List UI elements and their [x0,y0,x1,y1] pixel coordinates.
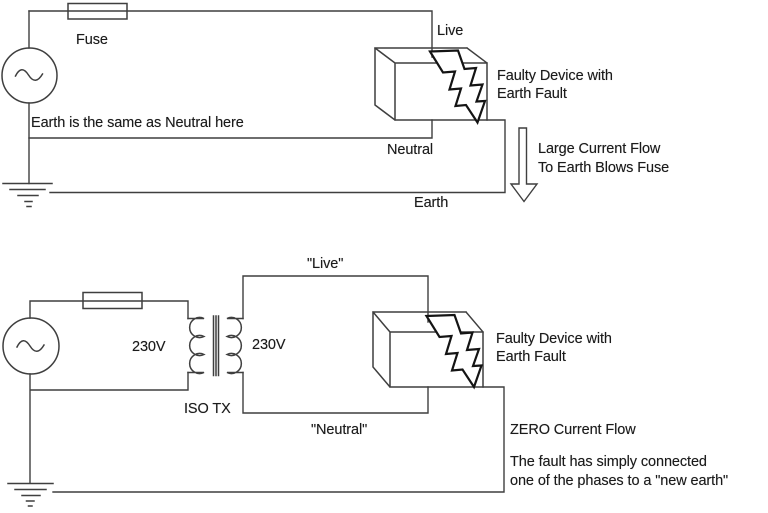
primary-top-wire [29,300,189,320]
fuse-symbol [67,2,128,20]
bottom-circuit [2,275,505,507]
fuse-symbol-2 [82,291,143,310]
top-circuit [1,2,539,208]
primary-voltage-label: 230V [132,339,166,355]
lightning-bolt-icon-2 [424,313,484,390]
secondary-neutral-wire [242,371,429,414]
sine-wave-icon [14,69,44,81]
fault-to-earth-wire [49,119,506,194]
primary-bottom-wire [29,371,189,484]
neutral-wire [28,119,433,139]
fuse-label: Fuse [76,32,108,48]
sine-wave-icon-2 [15,340,46,352]
neutral-label: Neutral [387,142,434,158]
iso-tx-label: ISO TX [184,401,231,417]
quoted-neutral-label: "Neutral" [311,422,368,438]
transformer-secondary-coil [225,316,244,375]
fault-explanation-note: The fault has simply connected one of th… [510,454,729,489]
secondary-live-wire [242,275,429,323]
fault-to-earth-wire-2 [52,386,505,493]
secondary-voltage-label: 230V [252,337,286,353]
live-label: Live [437,23,464,39]
lightning-bolt-icon [428,49,487,125]
live-wire-top [28,10,433,58]
quoted-live-label: "Live" [307,256,344,272]
faulty-device-label-2: Faulty Device with Earth Fault [496,331,612,365]
ground-symbol-icon-2 [7,482,54,507]
earth-same-as-neutral-note: Earth is the same as Neutral here [31,115,244,131]
zero-current-note: ZERO Current Flow [510,422,636,438]
transformer-primary-coil [187,316,206,375]
earth-label: Earth [414,195,449,211]
transformer-core [212,315,220,377]
ground-symbol-icon [2,182,53,208]
current-flow-arrow-icon [509,127,539,203]
faulty-device-label: Faulty Device with Earth Fault [497,68,613,102]
large-current-note: Large Current Flow To Earth Blows Fuse [538,141,670,176]
ac-source-icon-2 [2,317,60,375]
